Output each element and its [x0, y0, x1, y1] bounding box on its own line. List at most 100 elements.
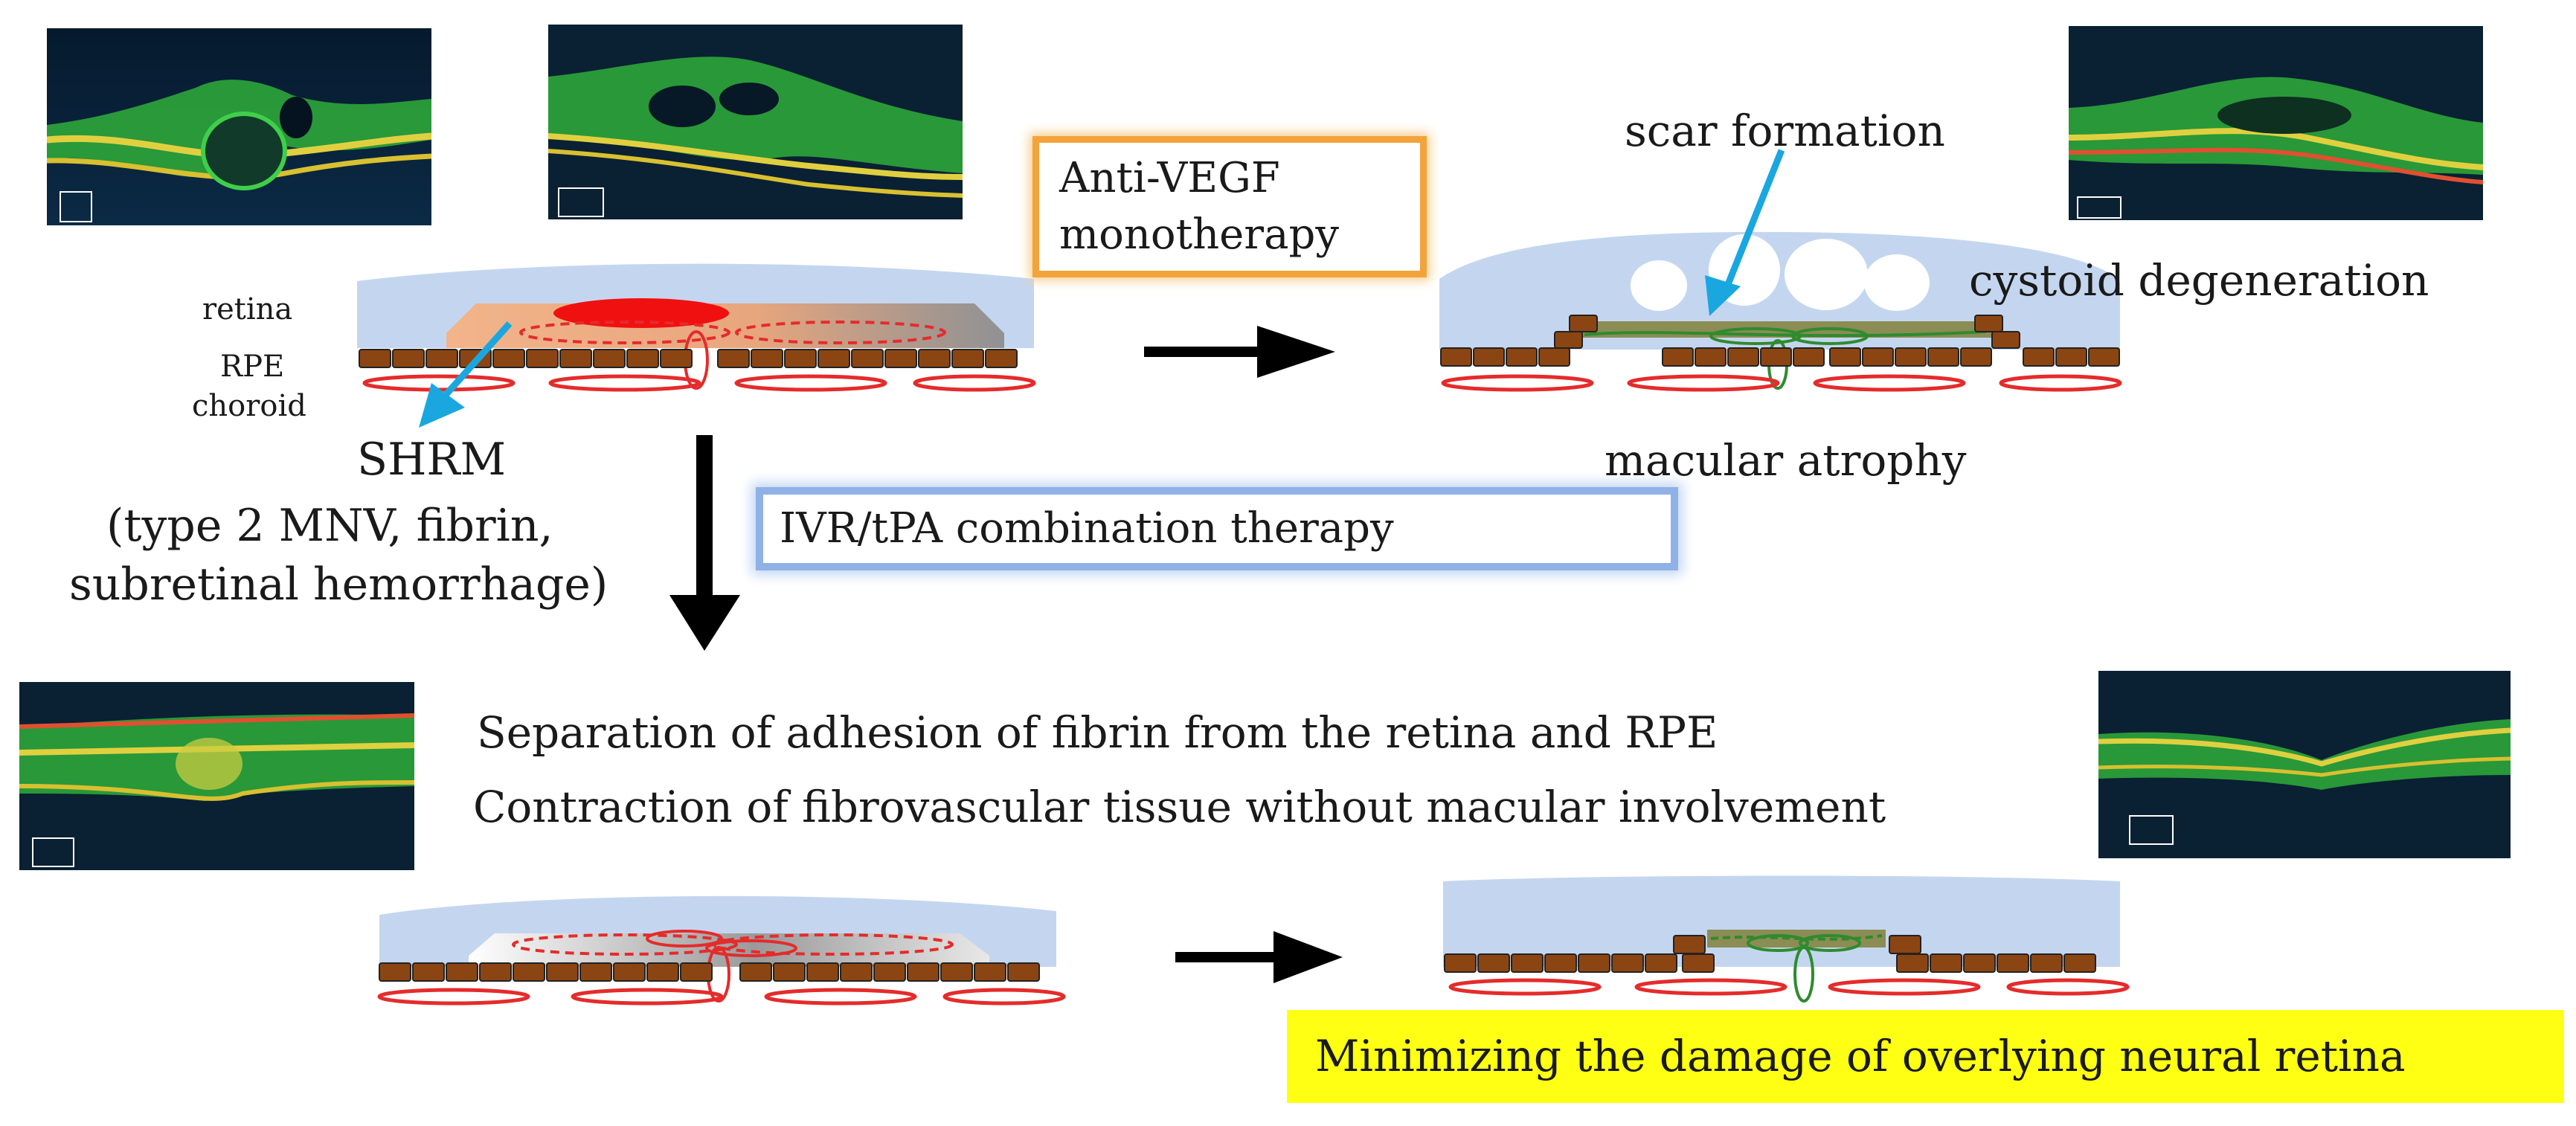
rpe-cell: [840, 962, 873, 982]
rpe-cell: [1829, 347, 1861, 367]
rpe-cell: [392, 349, 425, 368]
rpe-cell: [884, 349, 917, 368]
rpe-cell: [739, 962, 772, 982]
rpe-cell: [359, 349, 391, 368]
oct-scan-combination-before: [19, 682, 414, 870]
rpe-cell: [593, 349, 626, 368]
rpe-cell: [626, 349, 659, 368]
rpe-cell: [1611, 953, 1644, 973]
rpe-cell: [1760, 347, 1792, 367]
rpe-cell: [751, 349, 783, 368]
rpe-cell: [1793, 347, 1825, 367]
rpe-cell: [806, 962, 839, 982]
rpe-cell: [680, 962, 713, 982]
cystoid-degeneration-label: cystoid degeneration: [1969, 255, 2429, 306]
arrow-down-icon: [669, 435, 740, 651]
rpe-cell: [1444, 953, 1477, 973]
combination-therapy-label: IVR/tPA combination therapy: [780, 504, 1394, 553]
scar-formation-label: scar formation: [1625, 106, 1945, 156]
rpe-cell: [2023, 347, 2055, 367]
oct-scan-before-2: [548, 25, 963, 219]
rpe-cell: [1440, 347, 1472, 367]
macular-atrophy-label: macular atrophy: [1605, 435, 1967, 486]
rpe-cell: [1727, 347, 1759, 367]
rpe-cell: [1963, 953, 1996, 973]
schematic-combination-before: [379, 895, 1056, 1003]
rpe-row-top-left: [359, 349, 1018, 368]
rpe-cell: [1997, 953, 2029, 973]
rpe-cell: [2088, 347, 2120, 367]
rpe-cell: [1895, 347, 1927, 367]
minimizing-damage-label: Minimizing the damage of overlying neura…: [1315, 1031, 2406, 1081]
rpe-cell: [559, 349, 592, 368]
rpe-cell: [918, 349, 951, 368]
rpe-cell: [1569, 315, 1598, 332]
oct-scan-combination-after: [2098, 671, 2511, 858]
rpe-cell: [818, 349, 850, 368]
pointer-arrow-icon-shrm: [419, 321, 513, 428]
rpe-cell: [1544, 953, 1577, 973]
rpe-cell: [1991, 331, 2020, 349]
rpe-cell: [546, 962, 579, 982]
schematic-shrm-before: [357, 263, 1034, 390]
rpe-cell: [1682, 953, 1715, 973]
rpe-cell: [1506, 347, 1538, 367]
shrm-description-line-1: (type 2 MNV, fibrin,: [106, 500, 553, 552]
rpe-cell: [1974, 315, 2003, 332]
rpe-cell: [579, 962, 612, 982]
rpe-cell: [1007, 962, 1040, 982]
pointer-arrow-icon-scar: [1705, 149, 1785, 316]
rpe-row-bottom-right: [1444, 935, 2096, 973]
rpe-cell: [1473, 347, 1505, 367]
rpe-cell: [974, 962, 1006, 982]
rpe-cell: [1695, 347, 1727, 367]
rpe-cell: [1930, 953, 1962, 973]
rpe-cell: [951, 349, 984, 368]
schematic-combination-after: [1443, 875, 2120, 1003]
rpe-cell: [2030, 953, 2063, 973]
separation-label: Separation of adhesion of fibrin from th…: [477, 707, 1718, 758]
arrow-right-icon-top: [1144, 326, 1335, 378]
rpe-cell: [907, 962, 939, 982]
rpe-cell: [1645, 953, 1677, 973]
choroid-row-bottom-left: [377, 988, 1066, 1006]
rpe-cell: [851, 349, 884, 368]
rpe-cell: [1927, 347, 1959, 367]
rpe-cell: [873, 962, 906, 982]
oct-scan-before-1: [47, 28, 431, 225]
rpe-row-bottom-left: [379, 962, 1040, 982]
rpe-cell: [513, 962, 545, 982]
anti-vegf-line-2: monotherapy: [1059, 210, 1339, 259]
rpe-cell: [1554, 331, 1583, 349]
arrow-right-icon-bottom: [1175, 931, 1343, 983]
rpe-cell: [1511, 953, 1544, 973]
rpe-cell: [1896, 953, 1929, 973]
minimizing-damage-highlight: [1287, 1010, 2564, 1103]
shrm-label: SHRM: [357, 434, 507, 486]
schematic-after-monotherapy: [1439, 231, 2120, 390]
rpe-cell: [717, 349, 750, 368]
contraction-label: Contraction of fibrovascular tissue with…: [473, 782, 1886, 832]
rpe-cell: [660, 349, 693, 368]
choroid-row-bottom-right: [1448, 978, 2130, 996]
rpe-cell: [773, 962, 806, 982]
rpe-cell: [2063, 953, 2096, 973]
rpe-cell: [492, 349, 525, 368]
rpe-cell: [613, 962, 646, 982]
rpe-cell: [1889, 935, 1921, 954]
choroid-row-top-right: [1441, 374, 2122, 392]
rpe-cell: [1578, 953, 1610, 973]
rpe-cell: [479, 962, 512, 982]
anti-vegf-box: [1032, 136, 1427, 277]
shrm-description-line-2: subretinal hemorrhage): [69, 559, 608, 611]
rpe-cell: [784, 349, 817, 368]
oct-scan-after-monotherapy: [2069, 26, 2483, 220]
rpe-cell: [1477, 953, 1510, 973]
rpe-row-top-right: [1440, 315, 2120, 367]
rpe-cell: [526, 349, 559, 368]
rpe-cell: [1960, 347, 1992, 367]
rpe-cell: [940, 962, 973, 982]
anti-vegf-line-1: Anti-VEGF: [1059, 154, 1280, 202]
rpe-cell: [1673, 935, 1706, 954]
rpe-cell: [1862, 347, 1894, 367]
